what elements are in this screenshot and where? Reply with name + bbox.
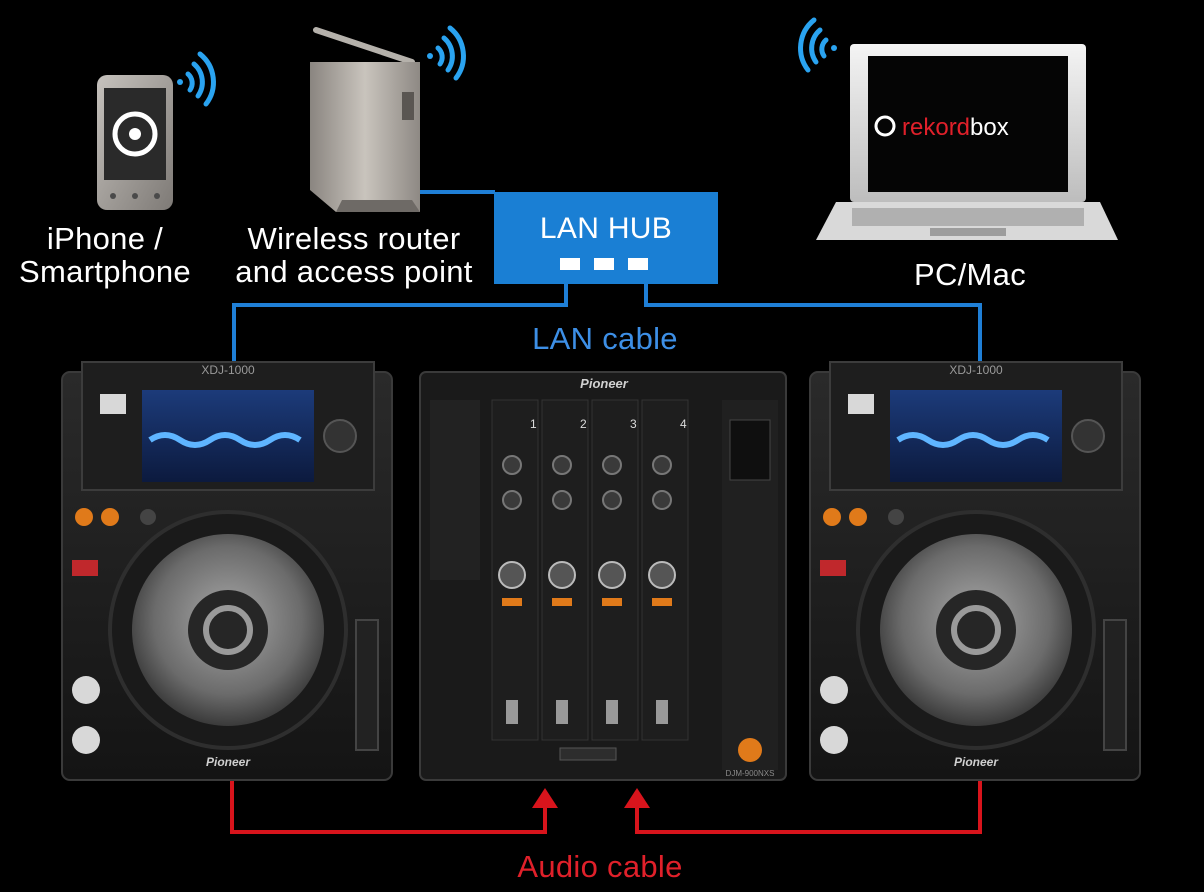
mixer-channel-1: 1 (530, 417, 537, 431)
laptop-screen-brand-suffix: box (970, 114, 1009, 141)
left-dj-player (61, 361, 393, 781)
audio-cable-right (635, 780, 982, 834)
dj-mixer (419, 371, 787, 781)
hub-port (594, 258, 614, 270)
laptop-screen-brand: rekordbox (902, 114, 1009, 141)
lan-hub (494, 192, 718, 284)
hub-port (560, 258, 580, 270)
rekordbox-app-icon (112, 111, 158, 157)
left-player-model: XDJ-1000 (201, 363, 255, 377)
lan-cable-hub-to-left-player (232, 284, 568, 362)
laptop-screen-brand-prefix: rekord (902, 114, 970, 141)
laptop-device (816, 44, 1118, 240)
router-label: Wireless router and access point (220, 222, 488, 288)
router-label-line1: Wireless router (247, 221, 461, 256)
audio-cable-label: Audio cable (517, 849, 683, 884)
left-player-brand: Pioneer (206, 755, 251, 769)
wifi-icon (177, 51, 216, 107)
lan-cable-label: LAN cable (532, 321, 678, 356)
rekordbox-logo-icon (874, 115, 896, 137)
smartphone-label-line1: iPhone / (46, 221, 164, 256)
right-player-brand: Pioneer (954, 755, 999, 769)
lan-cable-hub-to-right-player (644, 284, 982, 362)
mixer-model: DJM-900NXS (726, 769, 775, 778)
lan-hub-label: LAN HUB (539, 212, 673, 245)
wireless-router-device (310, 27, 420, 212)
wifi-icon (427, 25, 466, 81)
mixer-channel-2: 2 (580, 417, 587, 431)
computer-label: PC/Mac (913, 257, 1027, 292)
mixer-channel-4: 4 (680, 417, 687, 431)
smartphone-device (97, 75, 173, 210)
audio-arrow-left (532, 788, 558, 808)
router-label-line2: and access point (235, 254, 473, 289)
wifi-icon (798, 17, 837, 73)
audio-cable-left (230, 780, 547, 834)
right-dj-player (809, 361, 1141, 781)
hub-port (628, 258, 648, 270)
mixer-channel-strips (491, 399, 689, 741)
lan-cable-lines (232, 190, 982, 362)
mixer-brand: Pioneer (580, 376, 629, 391)
smartphone-label: iPhone / Smartphone (0, 222, 210, 288)
smartphone-label-line2: Smartphone (19, 254, 191, 289)
right-player-model: XDJ-1000 (949, 363, 1003, 377)
audio-arrow-right (624, 788, 650, 808)
mixer-channel-3: 3 (630, 417, 637, 431)
audio-cable-lines (230, 780, 982, 834)
